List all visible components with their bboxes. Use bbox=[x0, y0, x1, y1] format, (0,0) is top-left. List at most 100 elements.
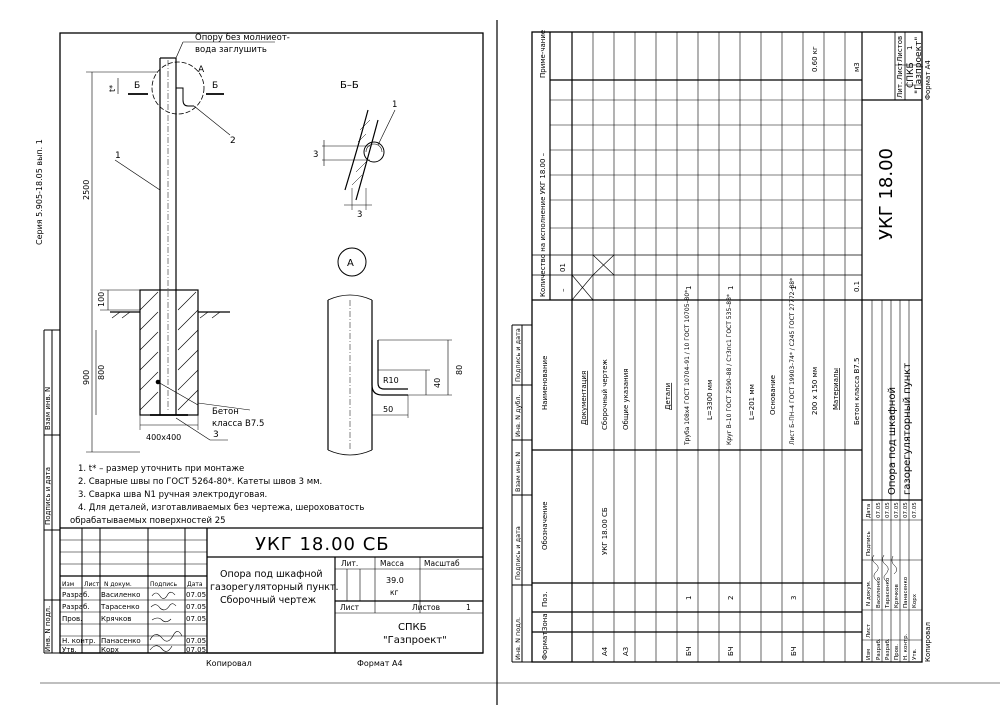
note-5: обрабатываемых поверхностей 25 bbox=[70, 516, 226, 526]
left-tb-date-2: 07.05 bbox=[186, 615, 206, 623]
left-copied: Копировал bbox=[206, 659, 252, 668]
row-12-q1: 0.1 bbox=[853, 281, 861, 292]
left-tb-role-4: Н. контр. bbox=[62, 637, 96, 645]
detail-a-letter: А bbox=[347, 258, 354, 269]
row-10-name: 200 x 150 мм bbox=[811, 367, 819, 415]
right-tb-h-doc: N докум. bbox=[866, 580, 872, 606]
right-name-1: Опора под шкафной bbox=[887, 387, 898, 495]
right-sheet-frame bbox=[511, 31, 923, 663]
row-12-note: м3 bbox=[853, 62, 861, 72]
left-tb-header: Изм Лист N докум. Подпись Дата bbox=[62, 581, 203, 588]
left-name-2: газорегуляторный пункт. bbox=[210, 582, 339, 593]
right-tb-name-0: Василенко bbox=[876, 576, 882, 608]
dim-40: 40 bbox=[433, 378, 442, 388]
right-tb-date-4: 07.05 bbox=[912, 502, 918, 518]
row-6-name: Круг В–10 ГОСТ 2590–88 / Ст3пс1 ГОСТ 535… bbox=[726, 294, 733, 445]
leader-label-1: 1 bbox=[115, 151, 121, 161]
right-tb-rows: Разраб. Василенко 07.05 Разраб. Тарасенк… bbox=[876, 502, 918, 660]
right-stamp-3: Взам инв. N bbox=[514, 452, 522, 492]
right-col-sheet: Лист bbox=[896, 62, 904, 80]
left-designation: УКГ 18.00 СБ bbox=[255, 534, 390, 555]
right-tb-h-izm: Изм bbox=[866, 649, 872, 660]
right-title-block-grid bbox=[862, 32, 922, 662]
leaders bbox=[114, 41, 275, 441]
left-sheets-count: 1 bbox=[466, 603, 471, 612]
row-6-pos: 2 bbox=[727, 596, 735, 600]
right-tb-date-2: 07.05 bbox=[894, 502, 900, 518]
right-tb-role-4: Утв. bbox=[912, 648, 918, 660]
right-format: Формат А4 bbox=[924, 60, 932, 100]
left-tb-date-0: 07.05 bbox=[186, 591, 206, 599]
pole-main-view bbox=[86, 57, 230, 453]
detail-mark-a: А bbox=[198, 65, 205, 75]
leader-label-2: 2 bbox=[230, 136, 236, 146]
row-4-name: Труба 108x4 ГОСТ 10704–91 / 10 ГОСТ 1070… bbox=[684, 290, 691, 446]
left-tb-role-1: Разраб. bbox=[62, 603, 90, 611]
detail-a-view bbox=[327, 294, 452, 456]
row-10-note: 0.60 кг bbox=[811, 46, 819, 72]
left-tb-name-2: Крячков bbox=[101, 615, 131, 623]
left-sheet bbox=[43, 32, 484, 654]
left-tb-date-5: 07.05 bbox=[186, 646, 206, 654]
foundation-hatch bbox=[111, 291, 221, 411]
view-mark-b2: Б bbox=[212, 81, 218, 91]
left-stamp-3: Взам инв. N bbox=[44, 387, 52, 430]
series-label: Серия 5.905-18.05 вып. 1 bbox=[35, 139, 44, 245]
dim-800: 800 bbox=[97, 365, 106, 380]
right-stamp-1: Инв. N подл. bbox=[514, 617, 522, 660]
dim-80: 80 bbox=[455, 365, 464, 375]
left-signatures bbox=[149, 591, 183, 652]
left-stamp-2: Подпись и дата bbox=[44, 467, 52, 525]
dim-2500: 2500 bbox=[82, 180, 91, 200]
left-name-3: Сборочный чертеж bbox=[220, 595, 317, 606]
left-col-lit: Лит. bbox=[341, 559, 358, 568]
left-tb-role-5: Утв. bbox=[62, 646, 77, 654]
row-8-name: Основание bbox=[769, 375, 777, 415]
right-stamp-5: Подпись и дата bbox=[514, 328, 522, 382]
left-tb-date-4: 07.05 bbox=[186, 637, 206, 645]
section-size-3b: 3 bbox=[357, 210, 362, 220]
right-col-sheets: Листов bbox=[896, 36, 904, 62]
right-stamp-4: Инв. N дубл. bbox=[514, 394, 522, 437]
right-tb-header: Изм Лист N докум. Подпись Дата bbox=[866, 504, 872, 660]
row-6-q1: 1 bbox=[727, 286, 735, 290]
note-2: 2. Сварные швы по ГОСТ 5264-80*. Катеты … bbox=[78, 477, 322, 487]
row-4-q1: 1 bbox=[685, 286, 693, 290]
right-tb-role-0: Разраб. bbox=[876, 638, 882, 660]
concrete-label-1: Бетон bbox=[212, 407, 239, 417]
dim-t: t* bbox=[108, 85, 117, 92]
right-tb-role-3: Н. контр. bbox=[903, 633, 909, 660]
right-designation: УКГ 18.00 bbox=[876, 148, 897, 240]
right-tb-name-1: Тарасенко bbox=[885, 577, 891, 609]
right-sheets-count: 1 bbox=[906, 46, 914, 50]
row-2-name: Общие указания bbox=[622, 368, 630, 430]
row-1-des: УКГ 18.00 СБ bbox=[601, 507, 609, 555]
row-5-name: L=3300 мм bbox=[706, 380, 714, 420]
left-tb-h-izm: Изм bbox=[62, 581, 74, 588]
detail-a-marker bbox=[337, 247, 367, 277]
right-signatures bbox=[872, 554, 897, 583]
left-tb-h-date: Дата bbox=[187, 581, 203, 588]
callout-top-2: вода заглушить bbox=[195, 45, 267, 55]
right-tb-h-date: Дата bbox=[866, 504, 872, 518]
callout-top-1: Опору без молниеот- bbox=[195, 33, 290, 43]
left-stamp-1: Инв. N подл. bbox=[44, 606, 52, 652]
right-stamp-2: Подпись и дата bbox=[514, 526, 522, 580]
hdr-qty: Количество на исполнение УКГ 18.00 – bbox=[539, 152, 547, 297]
row-11-name: Материалы bbox=[832, 368, 840, 410]
hdr-qty-0: – bbox=[559, 288, 567, 292]
dim-900: 900 bbox=[82, 370, 91, 385]
right-tb-name-2: Крячков bbox=[894, 584, 900, 608]
row-7-name: L=201 мм bbox=[748, 384, 756, 420]
right-tb-date-1: 07.05 bbox=[885, 502, 891, 518]
row-1-name: Сборочный чертеж bbox=[601, 359, 609, 430]
right-tb-name-3: Панасенко bbox=[903, 576, 909, 608]
row-1-fmt: А4 bbox=[601, 646, 609, 656]
left-title-block-grid bbox=[60, 527, 483, 653]
left-tb-role-0: Разраб. bbox=[62, 591, 90, 599]
right-col-lit: Лит. bbox=[896, 82, 904, 98]
section-hatch bbox=[351, 119, 371, 186]
left-tb-rows: Разраб. Василенко 07.05 Разраб. Тарасенк… bbox=[62, 591, 206, 654]
left-sheets-label: Листов bbox=[412, 603, 440, 612]
